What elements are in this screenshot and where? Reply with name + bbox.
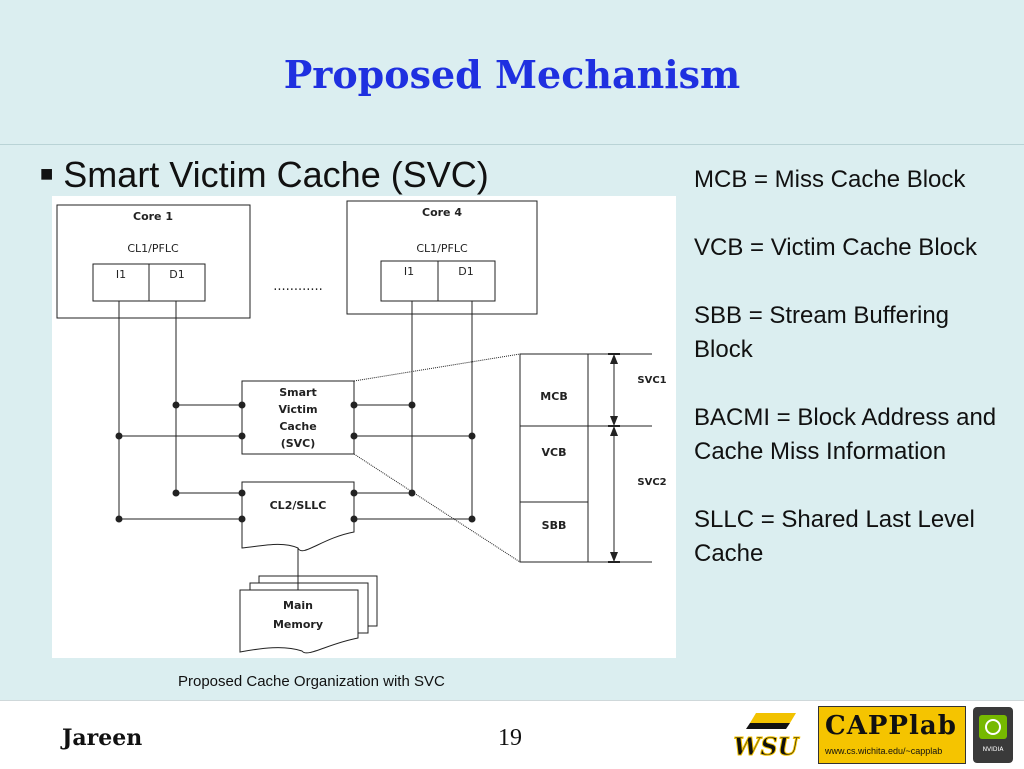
svc2-label: SVC2: [637, 477, 666, 488]
definition-bacmi: BACMI = Block Address and Cache Miss Inf…: [694, 404, 997, 465]
core1-title: Core 1: [133, 210, 173, 223]
wsu-logo: WSU: [733, 713, 801, 761]
definition-mcb: MCB = Miss Cache Block: [694, 166, 966, 193]
core1-box: [56, 204, 251, 319]
slide-title: Proposed Mechanism: [283, 52, 741, 97]
main-memory-line-2: Memory: [273, 618, 323, 631]
core1-d1-box: [148, 263, 206, 302]
svc-box: [241, 380, 355, 455]
core4-cache-label: CL1/PFLC: [416, 242, 468, 255]
core4-d1-label: D1: [458, 265, 473, 278]
title-band: Proposed Mechanism: [0, 0, 1024, 145]
svc-label-line-3: Cache: [279, 420, 316, 433]
core1-cache-label: CL1/PFLC: [127, 242, 179, 255]
mcb-label: MCB: [540, 390, 567, 403]
core1-i1-label: I1: [116, 268, 126, 281]
definition-vcb: VCB = Victim Cache Block: [694, 234, 977, 261]
svc-label-line-4: (SVC): [281, 437, 316, 450]
nvidia-logo-text: NVIDIA: [983, 746, 1005, 753]
definitions-list: MCB = Miss Cache Block VCB = Victim Cach…: [694, 163, 1014, 605]
sbb-label: SBB: [542, 519, 567, 532]
svc-expanded-box: [519, 353, 589, 563]
capplab-logo: CAPPlab www.cs.wichita.edu/~capplab: [818, 706, 966, 764]
cache-organization-diagram: Core 1 CL1/PFLC I1 D1 Core 4 CL1/PFLC I1…: [56, 200, 667, 654]
definition-sbb: SBB = Stream Buffering Block: [694, 302, 950, 363]
nvidia-logo: NVIDIA: [973, 707, 1013, 763]
cores-ellipsis: ............: [273, 279, 323, 294]
main-memory-line-1: Main: [283, 599, 313, 612]
core4-box: [346, 200, 538, 315]
core1-d1-label: D1: [169, 268, 184, 281]
vcb-label: VCB: [542, 446, 567, 459]
bullet-square-icon: ■: [40, 161, 54, 186]
cl2-sllc-label: CL2/SLLC: [270, 499, 327, 512]
svc-label-line-1: Smart: [279, 386, 317, 399]
core4-d1-box: [437, 260, 496, 302]
figure-caption: Proposed Cache Organization with SVC: [178, 673, 445, 690]
core4-i1-label: I1: [404, 265, 414, 278]
cl2-sllc-shape: [241, 481, 355, 552]
svc1-label: SVC1: [637, 375, 666, 386]
bullet-item: ■ Smart Victim Cache (SVC): [40, 154, 489, 196]
capplab-logo-text: CAPPlab: [825, 711, 957, 741]
definition-sllc: SLLC = Shared Last Level Cache: [694, 506, 975, 567]
main-memory-shape: [239, 589, 359, 654]
capplab-logo-url: www.cs.wichita.edu/~capplab: [825, 746, 943, 756]
diagram-panel: Core 1 CL1/PFLC I1 D1 Core 4 CL1/PFLC I1…: [52, 196, 676, 658]
wsu-logo-text: WSU: [733, 732, 800, 761]
svc-label-line-2: Victim: [278, 403, 317, 416]
core4-title: Core 4: [422, 206, 462, 219]
page-number: 19: [498, 725, 522, 751]
slide-footer: Jareen 19 WSU CAPPlab www.cs.wichita.edu…: [0, 700, 1024, 769]
bullet-text: Smart Victim Cache (SVC): [63, 154, 489, 195]
author-name: Jareen: [62, 725, 143, 751]
